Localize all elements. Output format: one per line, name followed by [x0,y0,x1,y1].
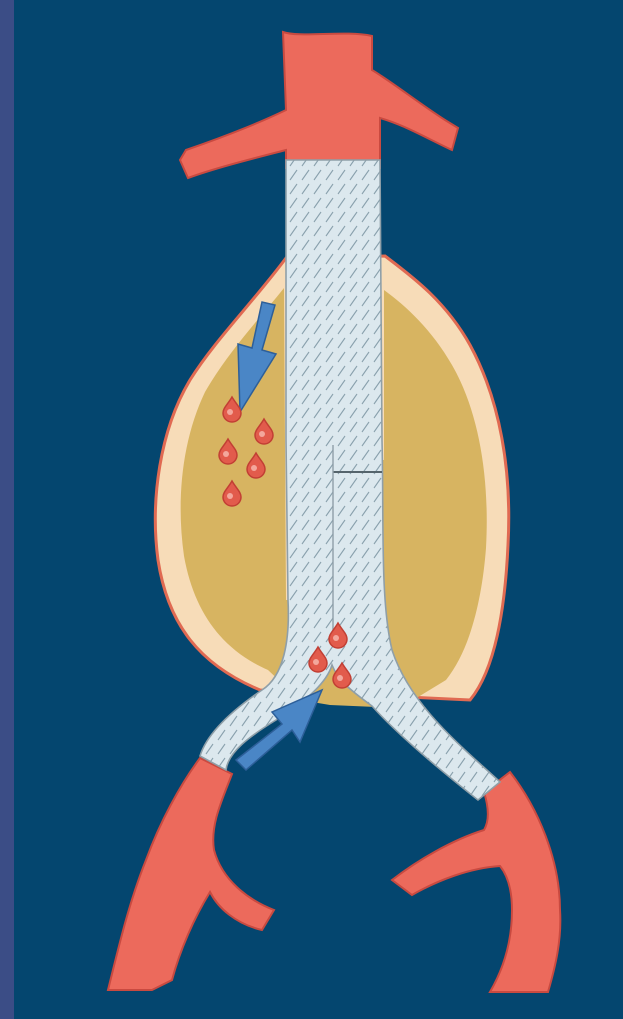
droplet-highlight [259,431,265,437]
droplet-highlight [223,451,229,457]
droplet-highlight [251,465,257,471]
droplet-highlight [337,675,343,681]
droplet-highlight [313,659,319,665]
droplet-highlight [333,635,339,641]
droplet-highlight [227,493,233,499]
droplet-highlight [227,409,233,415]
